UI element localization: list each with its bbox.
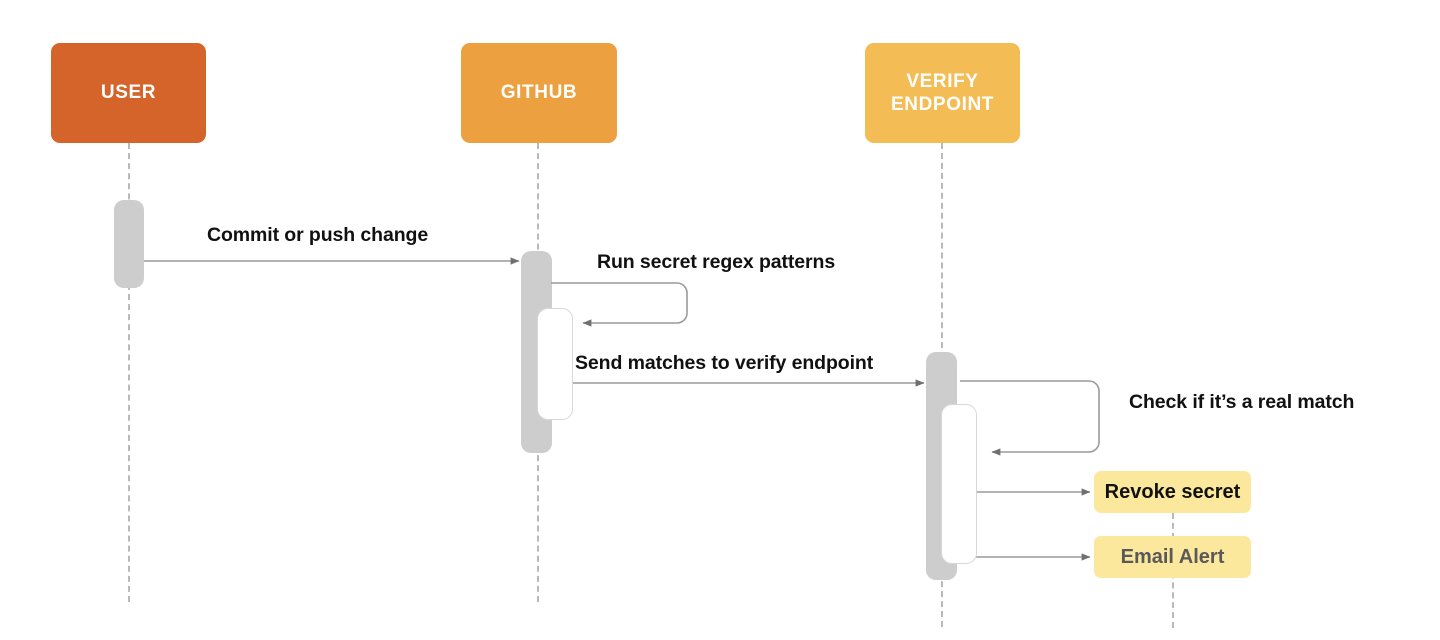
nested-activation-bar-github — [537, 308, 573, 420]
actor-box-github[interactable]: GITHUB — [461, 43, 617, 143]
actor-box-user[interactable]: USER — [51, 43, 206, 143]
actor-label-verify-endpoint-line1: VERIFY — [906, 70, 979, 92]
actor-box-verify-endpoint[interactable]: VERIFY ENDPOINT — [865, 43, 1020, 143]
message-label-run-secret-regex: Run secret regex patterns — [597, 251, 836, 273]
note-label-revoke-secret: Revoke secret — [1104, 480, 1241, 503]
actor-label-github: GITHUB — [500, 82, 578, 104]
note-label-email-alert: Email Alert — [1120, 545, 1225, 568]
message-label-check-real-match: Check if it’s a real match — [1129, 391, 1355, 413]
message-label-commit-or-push: Commit or push change — [207, 224, 429, 246]
arrow-check-real-match — [960, 380, 1100, 456]
note-email-alert[interactable]: Email Alert — [1094, 536, 1251, 578]
actor-label-verify-endpoint-line2: ENDPOINT — [891, 94, 994, 115]
activation-bar-user — [114, 200, 144, 288]
actor-label-user: USER — [100, 82, 157, 104]
message-label-send-matches: Send matches to verify endpoint — [575, 352, 874, 374]
lifeline-user — [128, 143, 130, 602]
note-revoke-secret[interactable]: Revoke secret — [1094, 471, 1251, 513]
nested-activation-bar-verify-endpoint — [941, 404, 977, 564]
